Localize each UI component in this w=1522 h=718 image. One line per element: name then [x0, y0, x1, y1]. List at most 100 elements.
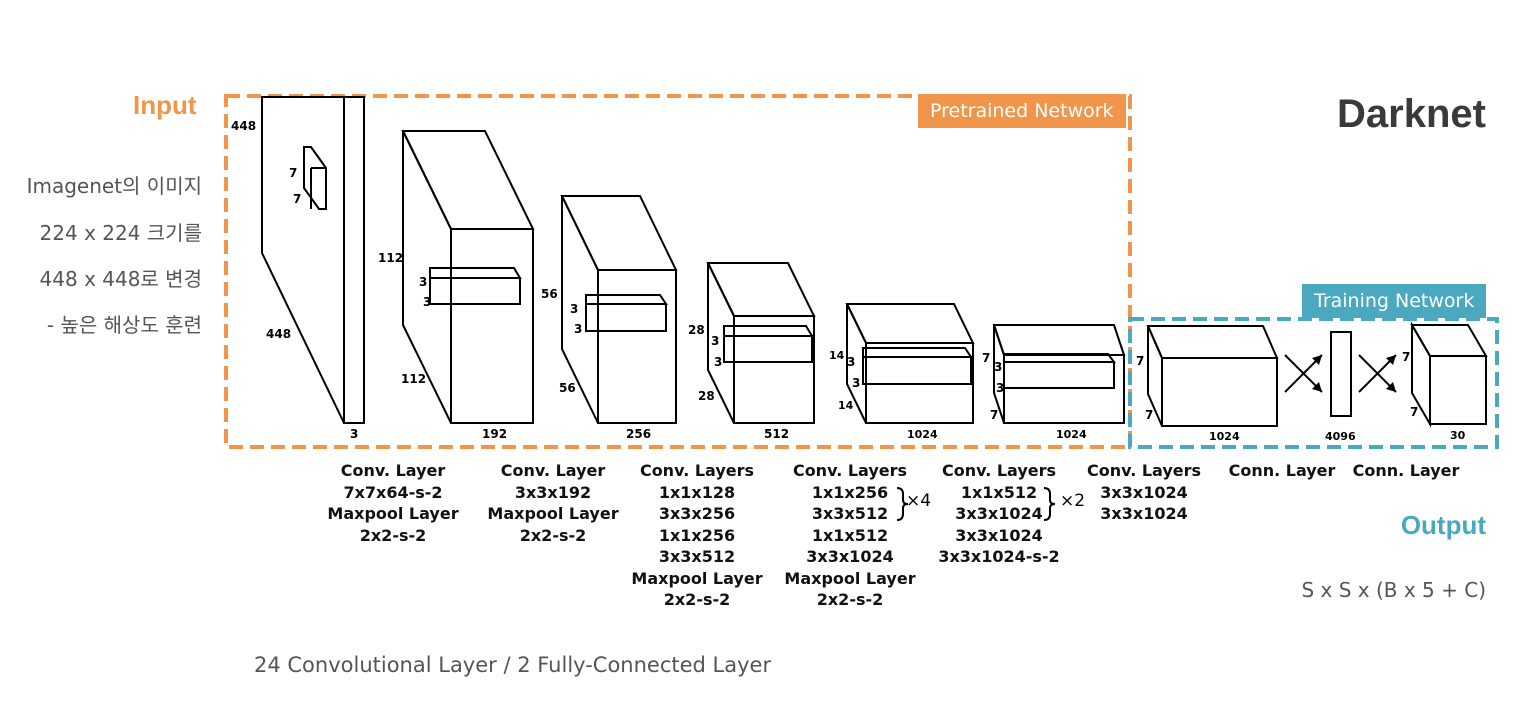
output-depth-label: 30: [1450, 429, 1466, 442]
pretrained-network-border: [224, 94, 1132, 449]
input-width-label: 448: [266, 327, 291, 341]
layer-text: Conv. Layer: [500, 461, 606, 480]
repeat-brace: [896, 487, 909, 521]
layer-text: Conv. Layer: [340, 461, 446, 480]
layer-text: Conv. Layers: [792, 461, 908, 480]
conv-block-2-volume: [560, 195, 678, 424]
block3-depth-label: 512: [764, 427, 789, 441]
input-volume: [261, 96, 365, 424]
input-description-line: 224 x 224 크기를: [39, 221, 202, 245]
input-kernel-label: 7: [293, 192, 301, 206]
layer-text: 3x3x1024: [806, 547, 894, 566]
layer-text: 1x1x256: [658, 525, 736, 545]
layer-text: Conv. Layers: [941, 461, 1057, 480]
layer-text: 7x7x64-s-2: [343, 482, 443, 502]
input-label: Input: [133, 90, 197, 120]
layer-column-6: Conv. Layers 3x3x1024 3x3x1024: [1087, 460, 1201, 525]
input-description-line: 448 x 448로 변경: [39, 267, 202, 291]
block6-depth-label: 1024: [1209, 430, 1240, 443]
conv-block-1-volume: [401, 130, 535, 424]
block5-width-label: 7: [990, 408, 998, 422]
conv-block-4-volume: [845, 303, 975, 424]
block3-kernel-label: 3: [711, 334, 719, 348]
layer-text: 1x1x128: [658, 482, 736, 502]
block2-height-label: 56: [541, 287, 558, 301]
output-volume: [1410, 321, 1488, 428]
layer-text: Conn. Layer: [1352, 461, 1460, 480]
fc-layer-bar: [1330, 331, 1352, 417]
conv-block-3-volume: [706, 262, 816, 424]
layer-text: Conv. Layers: [1086, 461, 1202, 480]
block3-height-label: 28: [688, 323, 705, 337]
layer-column-1: Conv. Layer 7x7x64-s-2 Maxpool Layer 2x2…: [327, 460, 458, 546]
layer-text: Maxpool Layer: [327, 504, 459, 523]
block6-width-label: 7: [1145, 408, 1153, 422]
input-description-line: - 높은 해상도 훈련: [46, 313, 202, 337]
block3-width-label: 28: [698, 389, 715, 403]
block4-width-label: 14: [838, 399, 854, 412]
repeat-multiplier: ×2: [1060, 491, 1086, 511]
repeat-brace: [1043, 487, 1056, 521]
layer-text: 3x3x512: [811, 504, 889, 523]
arrow-heads: [1312, 355, 1396, 392]
training-network-border: [1128, 317, 1499, 449]
layer-text: Conv. Layers: [639, 461, 755, 480]
layer-text: 3x3x512: [658, 547, 736, 566]
block6-height-label: 7: [1136, 354, 1144, 368]
layer-text: 1x1x256: [811, 482, 889, 502]
fc-size-label: 4096: [1325, 430, 1356, 443]
block4-kernel-label: 3: [847, 355, 855, 369]
layer-text: Conn. Layer: [1228, 461, 1336, 480]
layer-text: 3x3x1024-s-2: [938, 547, 1060, 566]
layer-text: 2x2-s-2: [519, 525, 587, 545]
layer-text: 1x1x512: [960, 482, 1038, 502]
conv-block-5-volume: [992, 324, 1126, 424]
output-width-label: 7: [1410, 405, 1418, 419]
input-kernel-label: 7: [289, 166, 297, 180]
block2-width-label: 56: [559, 381, 576, 395]
layer-text: Maxpool Layer: [487, 504, 619, 523]
block5-depth-label: 1024: [1056, 428, 1087, 441]
block5-kernel-label: 3: [996, 381, 1004, 395]
input-height-label: 448: [231, 119, 256, 133]
input-description-line: Imagenet의 이미지: [26, 174, 202, 198]
block5-kernel-label: 3: [994, 360, 1002, 374]
block1-kernel-label: 3: [419, 275, 427, 289]
layer-text: 2x2-s-2: [359, 525, 427, 545]
layer-text: 3x3x1024: [955, 504, 1043, 523]
layer-column-3: Conv. Layers 1x1x128 3x3x256 1x1x256 3x3…: [631, 460, 762, 611]
layer-text: 3x3x1024: [1100, 482, 1188, 502]
block1-height-label: 112: [378, 251, 403, 265]
block1-kernel-label: 3: [423, 295, 431, 309]
layer-count-footer: 24 Convolutional Layer / 2 Fully-Connect…: [254, 653, 772, 677]
layer-text: 3x3x192: [514, 482, 592, 502]
block1-depth-label: 192: [482, 427, 507, 441]
repeat-multiplier: ×4: [906, 491, 932, 511]
block4-depth-label: 1024: [907, 428, 938, 441]
block3-kernel-label: 3: [714, 355, 722, 369]
layer-column-2: Conv. Layer 3x3x192 Maxpool Layer 2x2-s-…: [487, 460, 618, 546]
page-title: Darknet: [1337, 92, 1486, 136]
block4-kernel-label: 3: [852, 376, 860, 390]
layer-text: 3x3x256: [658, 504, 736, 523]
block2-kernel-label: 3: [570, 302, 578, 316]
layer-text: Maxpool Layer: [631, 568, 763, 588]
output-height-label: 7: [1402, 350, 1410, 364]
layer-column-4: Conv. Layers 1x1x256 3x3x512 1x1x512 3x3…: [784, 460, 915, 611]
block4-height-label: 14: [829, 349, 845, 362]
pretrained-network-badge: Pretrained Network: [918, 94, 1126, 128]
block1-width-label: 112: [401, 372, 426, 386]
output-label: Output: [1400, 510, 1486, 540]
block5-height-label: 7: [982, 351, 990, 365]
layer-text: 1x1x512: [811, 525, 889, 545]
layer-column-5: Conv. Layers 1x1x512 3x3x1024 3x3x1024 3…: [938, 460, 1059, 568]
block2-depth-label: 256: [626, 427, 651, 441]
fc-connection-arrows: [1284, 354, 1397, 393]
layer-text: 2x2-s-2: [663, 590, 731, 609]
layer-column-8: Conn. Layer: [1353, 460, 1460, 482]
layer-column-7: Conn. Layer: [1229, 460, 1336, 482]
input-depth-label: 3: [350, 427, 358, 441]
block2-kernel-label: 3: [574, 322, 582, 336]
layer-text: Maxpool Layer: [784, 568, 916, 588]
